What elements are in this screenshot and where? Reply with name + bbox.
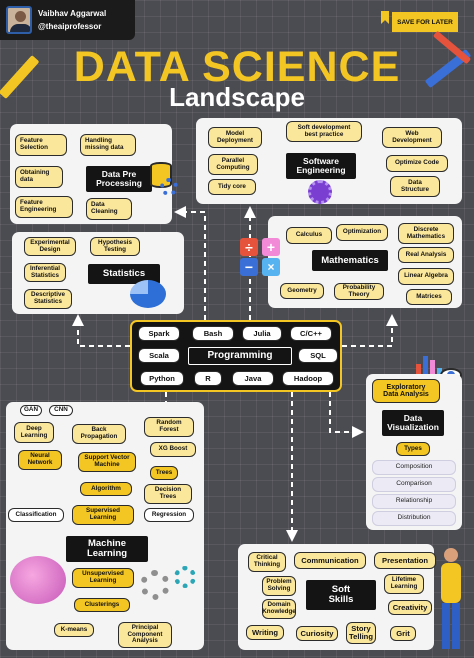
scala-node: Scala <box>138 348 180 363</box>
communication-node: Communication <box>294 552 366 569</box>
critical-thinking-node: Critical Thinking <box>248 552 286 572</box>
calculus-node: Calculus <box>286 227 332 244</box>
julia-node: Julia <box>242 326 282 341</box>
gears-icon <box>140 570 170 600</box>
web-development-node: Web Development <box>382 127 442 148</box>
presentation-node: Presentation <box>374 552 436 569</box>
probability-theory-node: Probability Theory <box>334 283 384 300</box>
problem-solving-node: Problem Solving <box>262 576 296 596</box>
classification-node: Classification <box>8 508 64 522</box>
obtaining-data-node: Obtaining data <box>15 166 63 188</box>
decision-trees-node: Decision Trees <box>144 484 192 504</box>
real-analysis-node: Real Analysis <box>398 247 454 263</box>
mathematics-title: Mathematics <box>312 250 388 271</box>
settings-gear-icon <box>308 180 332 204</box>
descriptive-statistics-node: Descriptive Statistics <box>24 289 72 309</box>
matrices-node: Matrices <box>406 289 452 305</box>
optimize-code-node: Optimize Code <box>386 155 448 172</box>
pca-node: Principal Component Analysis <box>118 622 172 648</box>
hadoop-node: Hadoop <box>282 371 334 386</box>
xg-boost-node: XG Boost <box>150 442 196 457</box>
eda-node: Exploratory Data Analysis <box>372 379 440 403</box>
page-subtitle: Landscape <box>169 82 305 112</box>
composition-node: Composition <box>372 460 456 475</box>
deep-learning-node: Deep Learning <box>14 422 54 443</box>
domain-knowledge-node: Domain Knowledge <box>262 599 296 619</box>
types-node: Types <box>396 442 430 456</box>
k-means-node: K-means <box>54 623 94 637</box>
optimization-node: Optimization <box>336 224 388 241</box>
author-name: Vaibhav Aggarwal <box>38 9 107 18</box>
programming-title: Programming <box>188 347 292 365</box>
bar-chart-icon <box>414 352 442 378</box>
relationship-node: Relationship <box>372 494 456 509</box>
regression-node: Regression <box>144 508 194 522</box>
bash-node: Bash <box>192 326 234 341</box>
python-node: Python <box>140 371 184 386</box>
supervised-learning-node: Supervised Learning <box>72 505 134 525</box>
page-title: DATA SCIENCE <box>73 43 401 91</box>
cnn-node: CNN <box>49 405 73 416</box>
tidy-core-node: Tidy core <box>208 179 256 195</box>
avatar[interactable] <box>6 6 32 34</box>
java-node: Java <box>232 371 274 386</box>
hypothesis-testing-node: Hypothesis Testing <box>90 237 140 256</box>
r-node: R <box>194 371 222 386</box>
lifetime-learning-node: Lifetime Learning <box>384 574 424 594</box>
software-engineering-title: Software Engineering <box>286 153 356 179</box>
data-cleaning-node: Data Cleaning <box>86 198 132 220</box>
gear-icon <box>160 178 178 196</box>
brain-icon <box>10 556 66 604</box>
clusterings-node: Clusterings <box>74 598 130 612</box>
save-for-later-button[interactable]: SAVE FOR LATER <box>392 12 458 32</box>
sql-node: SQL <box>298 348 338 363</box>
model-deployment-node: Model Deployment <box>208 127 262 148</box>
bookmark-icon <box>381 11 389 24</box>
data-visualization-title: Data Visualization <box>382 410 444 436</box>
discrete-mathematics-node: Discrete Mathematics <box>398 223 454 244</box>
geometry-node: Geometry <box>280 283 324 299</box>
person-icon <box>436 548 464 654</box>
author-handle: @theaiprofessor <box>38 22 102 31</box>
data-pre-processing-title: Data Pre Processing <box>86 166 152 192</box>
feature-engineering-node: Feature Engineering <box>15 196 73 218</box>
linear-algebra-node: Linear Algebra <box>398 268 454 285</box>
math-symbols-icon: ÷ + − × <box>240 238 282 276</box>
soft-development-node: Soft development best practice <box>286 121 362 142</box>
machine-learning-title: Machine Learning <box>66 536 148 562</box>
gan-node: GAN <box>20 405 42 416</box>
unsupervised-learning-node: Unsupervised Learning <box>72 568 134 588</box>
inferential-statistics-node: Inferential Statistics <box>24 263 66 282</box>
curiosity-node: Curiosity <box>296 626 338 641</box>
feature-selection-node: Feature Selection <box>15 134 67 156</box>
gear-small-icon <box>174 566 196 588</box>
writing-node: Writing <box>246 625 284 640</box>
comparison-node: Comparison <box>372 477 456 492</box>
soft-skills-title: Soft Skills <box>306 580 376 610</box>
trees-node: Trees <box>150 466 178 480</box>
svm-node: Support Vector Machine <box>78 452 136 472</box>
distribution-node: Distribution <box>372 511 456 526</box>
neural-network-node: Neural Network <box>18 450 62 470</box>
experimental-design-node: Experimental Design <box>24 237 76 256</box>
story-telling-node: Story Telling <box>346 622 376 644</box>
back-propagation-node: Back Propagation <box>72 424 126 444</box>
grit-node: Grit <box>390 626 416 641</box>
spark-node: Spark <box>138 326 180 341</box>
algorithm-node: Algorithm <box>80 482 132 496</box>
parallel-computing-node: Parallel Computing <box>208 154 258 175</box>
data-structure-node: Data Structure <box>390 176 440 197</box>
statistics-title: Statistics <box>88 264 160 284</box>
handling-missing-data-node: Handling missing data <box>80 134 136 156</box>
creativity-node: Creativity <box>388 600 432 615</box>
pie-chart-icon <box>130 280 166 308</box>
random-forest-node: Random Forest <box>144 417 194 437</box>
c-cpp-node: C/C++ <box>290 326 332 341</box>
